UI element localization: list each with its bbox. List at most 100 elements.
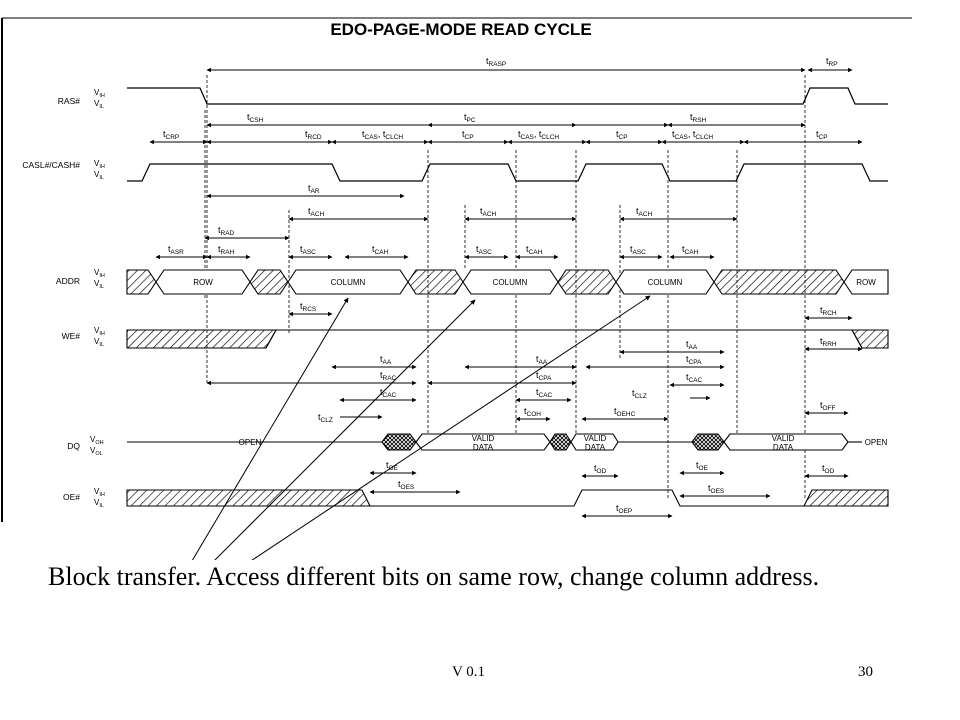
we-waveform bbox=[126, 329, 889, 349]
level-label: VIL bbox=[94, 498, 104, 509]
dq-valid-data: DATA bbox=[473, 443, 494, 452]
level-label: VIH bbox=[94, 159, 105, 170]
timing-label: tCAH bbox=[526, 244, 543, 256]
level-label: VOL bbox=[90, 446, 103, 457]
timing-label: tCAS, tCLCH bbox=[518, 129, 559, 141]
level-labels: VIH VIL VIH VIL VIH VIL VIH VIL VOH VOL … bbox=[90, 88, 105, 509]
timing-label: tASC bbox=[630, 244, 646, 256]
diagram-title: EDO-PAGE-MODE READ CYCLE bbox=[330, 20, 591, 39]
level-label: VIL bbox=[94, 279, 104, 290]
addr-column-cell: COLUMN bbox=[648, 278, 683, 287]
timing-label: tACH bbox=[636, 206, 653, 218]
timing-diagram: EDO-PAGE-MODE READ CYCLE RAS# CASL#/CASH… bbox=[1, 17, 912, 560]
timing-label: tCRP bbox=[163, 129, 179, 141]
level-label: VIL bbox=[94, 99, 104, 110]
timing-label: tOES bbox=[708, 483, 725, 495]
timing-label: tCOH bbox=[524, 406, 541, 418]
timing-labels: tRASP tRP tCSH tPC tRSH tCRP tRCD tCAS, … bbox=[163, 56, 838, 515]
dq-valid-data: DATA bbox=[773, 443, 794, 452]
signal-label-cas: CASL#/CASH# bbox=[22, 160, 80, 170]
timing-label: tAA bbox=[380, 354, 392, 366]
signal-label-dq: DQ bbox=[67, 441, 80, 451]
timing-label: tRAH bbox=[218, 244, 235, 256]
level-label: VIH bbox=[94, 268, 105, 279]
timing-label: tRCD bbox=[305, 129, 322, 141]
timing-label: tPC bbox=[464, 112, 476, 124]
timing-label: tCPA bbox=[536, 370, 552, 382]
footer-version: V 0.1 bbox=[452, 664, 486, 680]
signal-label-oe: OE# bbox=[63, 492, 80, 502]
addr-row-cell: ROW bbox=[856, 278, 876, 287]
timing-label: tCPA bbox=[686, 354, 702, 366]
signal-label-we: WE# bbox=[62, 331, 81, 341]
signal-label-ras: RAS# bbox=[58, 96, 80, 106]
timing-label: tASC bbox=[300, 244, 316, 256]
dq-waveform bbox=[127, 433, 862, 451]
addr-column-cell: COLUMN bbox=[331, 278, 366, 287]
dq-valid-data: VALID bbox=[772, 434, 795, 443]
level-label: VIH bbox=[94, 326, 105, 337]
page-number: 30 bbox=[858, 664, 873, 680]
timing-label: tOEP bbox=[616, 503, 632, 515]
timing-label: tASR bbox=[168, 244, 184, 256]
caption-text: Block transfer. Access different bits on… bbox=[48, 562, 820, 591]
timing-label: tCLZ bbox=[318, 412, 333, 424]
callout-pointer-line bbox=[191, 297, 349, 560]
level-label: VIH bbox=[94, 487, 105, 498]
timing-label: tAA bbox=[536, 354, 548, 366]
timing-label: tAA bbox=[686, 339, 698, 351]
timing-label: tASC bbox=[476, 244, 492, 256]
callout-pointers bbox=[191, 295, 651, 560]
callout-pointer-line bbox=[214, 299, 476, 560]
oe-waveform bbox=[126, 489, 889, 507]
timing-label: tCAS, tCLCH bbox=[672, 129, 713, 141]
dq-open-label: OPEN bbox=[239, 438, 262, 447]
timing-label: tOE bbox=[386, 460, 399, 472]
timing-label: tOEHC bbox=[614, 406, 636, 418]
timing-label: tCSH bbox=[247, 112, 264, 124]
level-label: VIL bbox=[94, 170, 104, 181]
timing-label: tACH bbox=[480, 206, 497, 218]
timing-label: tOD bbox=[594, 463, 607, 475]
timing-label: tCAH bbox=[372, 244, 389, 256]
timing-label: tRP bbox=[826, 56, 838, 68]
timing-label: tRAD bbox=[218, 225, 235, 237]
timing-label: tRRH bbox=[820, 336, 837, 348]
timing-label: tRCS bbox=[300, 301, 317, 313]
timing-label: tCAC bbox=[380, 387, 397, 399]
timing-label: tOE bbox=[696, 460, 709, 472]
addr-bus bbox=[126, 269, 889, 295]
dq-valid-data: DATA bbox=[585, 443, 606, 452]
timing-label: tCP bbox=[616, 129, 628, 141]
timing-label: tCLZ bbox=[632, 388, 647, 400]
timing-label: tCAH bbox=[682, 244, 699, 256]
timing-label: tCP bbox=[462, 129, 474, 141]
timing-label: tOD bbox=[822, 463, 835, 475]
dq-valid-data: VALID bbox=[472, 434, 495, 443]
timing-label: tRAC bbox=[380, 370, 397, 382]
signal-label-addr: ADDR bbox=[56, 276, 80, 286]
timing-label: tRCH bbox=[820, 305, 837, 317]
level-label: VOH bbox=[90, 435, 104, 446]
timing-label: tCAS, tCLCH bbox=[362, 129, 403, 141]
timing-label: tACH bbox=[308, 206, 325, 218]
level-label: VIH bbox=[94, 88, 105, 99]
timing-label: tCAC bbox=[686, 372, 703, 384]
callout-pointer-line bbox=[251, 295, 651, 560]
timing-label: tOES bbox=[398, 479, 415, 491]
timing-label: tCP bbox=[816, 129, 828, 141]
level-label: VIL bbox=[94, 337, 104, 348]
cas-waveform bbox=[127, 163, 888, 182]
timing-label: tCAC bbox=[536, 387, 553, 399]
addr-row-cell: ROW bbox=[193, 278, 213, 287]
timing-label: tOFF bbox=[820, 400, 836, 412]
ras-waveform bbox=[127, 87, 888, 105]
dq-valid-data: VALID bbox=[584, 434, 607, 443]
timing-label: tRASP bbox=[486, 56, 506, 68]
timing-label: tAR bbox=[308, 183, 320, 195]
timing-arrows bbox=[149, 67, 863, 519]
addr-column-cell: COLUMN bbox=[493, 278, 528, 287]
timing-label: tRSH bbox=[690, 112, 707, 124]
dq-open-label: OPEN bbox=[865, 438, 888, 447]
